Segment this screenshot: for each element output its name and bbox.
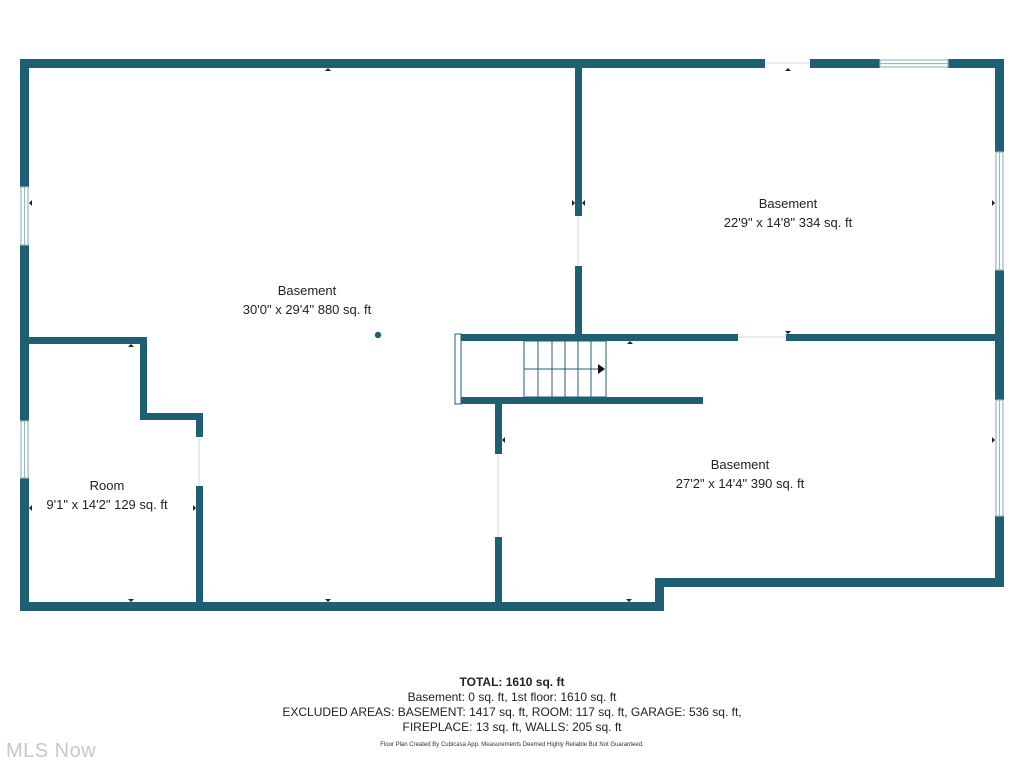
- left-wall-upper: [20, 59, 29, 187]
- room-label-basement-ne: Basement 22'9" x 14'8" 334 sq. ft: [724, 194, 852, 232]
- right-wall-lower: [995, 516, 1004, 587]
- left-wall-mid: [20, 245, 29, 421]
- room-right-wall-lower: [196, 486, 203, 611]
- wall-main-se-upper: [495, 397, 502, 454]
- bottom-wall: [20, 602, 664, 611]
- room-name: Basement: [277, 283, 337, 298]
- total-area: TOTAL: 1610 sq. ft: [459, 675, 565, 689]
- summary-line-1: Basement: 0 sq. ft, 1st floor: 1610 sq. …: [407, 690, 617, 704]
- right-wall-upper: [995, 59, 1004, 152]
- room-top-wall: [20, 337, 147, 344]
- wall-main-se-lower: [495, 537, 502, 611]
- room-dims: 9'1" x 14'2" 129 sq. ft: [46, 497, 168, 512]
- wall-ne-se-left: [455, 334, 738, 341]
- stairs: [523, 340, 607, 398]
- room-name: Basement: [710, 457, 770, 472]
- left-wall-lower: [20, 478, 29, 611]
- windows: [20, 59, 1004, 517]
- stair-left-wall: [454, 333, 462, 405]
- top-wall-right: [810, 59, 880, 68]
- room-dims: 27'2" x 14'4" 390 sq. ft: [675, 476, 805, 491]
- room-label-basement-se: Basement 27'2" x 14'4" 390 sq. ft: [676, 455, 804, 493]
- summary-line-2: EXCLUDED AREAS: BASEMENT: 1417 sq. ft, R…: [282, 705, 742, 719]
- measure-ticks: [29, 68, 995, 602]
- bottom-step-vertical: [655, 578, 664, 611]
- room-label-room: Room 9'1" x 14'2" 129 sq. ft: [46, 476, 167, 514]
- top-wall-right-end: [948, 59, 1004, 68]
- wall-main-ne-upper: [575, 59, 582, 216]
- room-name: Basement: [758, 196, 818, 211]
- room-step-horizontal: [140, 413, 203, 420]
- bottom-wall-right: [655, 578, 1004, 587]
- fixture-marker: [374, 331, 382, 339]
- wall-main-ne-lower: [575, 266, 582, 340]
- door-openings: [198, 62, 810, 537]
- room-label-basement-main: Basement 30'0" x 29'4" 880 sq. ft: [243, 281, 371, 319]
- room-dims: 22'9" x 14'8" 334 sq. ft: [723, 215, 853, 230]
- summary-line-3: FIREPLACE: 13 sq. ft, WALLS: 205 sq. ft: [402, 720, 622, 734]
- area-summary: TOTAL: 1610 sq. ft Basement: 0 sq. ft, 1…: [282, 675, 741, 749]
- top-wall: [20, 59, 765, 68]
- mls-watermark: MLS Now: [6, 740, 97, 762]
- room-name: Room: [89, 478, 125, 493]
- stair-bottom-wall: [455, 397, 703, 404]
- wall-ne-se-right: [786, 334, 1004, 341]
- interior-walls: [20, 59, 1004, 611]
- stair-direction-arrow-icon: [598, 364, 605, 374]
- room-right-wall-upper: [196, 413, 203, 437]
- room-step-vertical: [140, 337, 147, 420]
- room-dims: 30'0" x 29'4" 880 sq. ft: [242, 302, 372, 317]
- credit-note: Floor Plan Created By Cubicasa App. Meas…: [380, 742, 644, 748]
